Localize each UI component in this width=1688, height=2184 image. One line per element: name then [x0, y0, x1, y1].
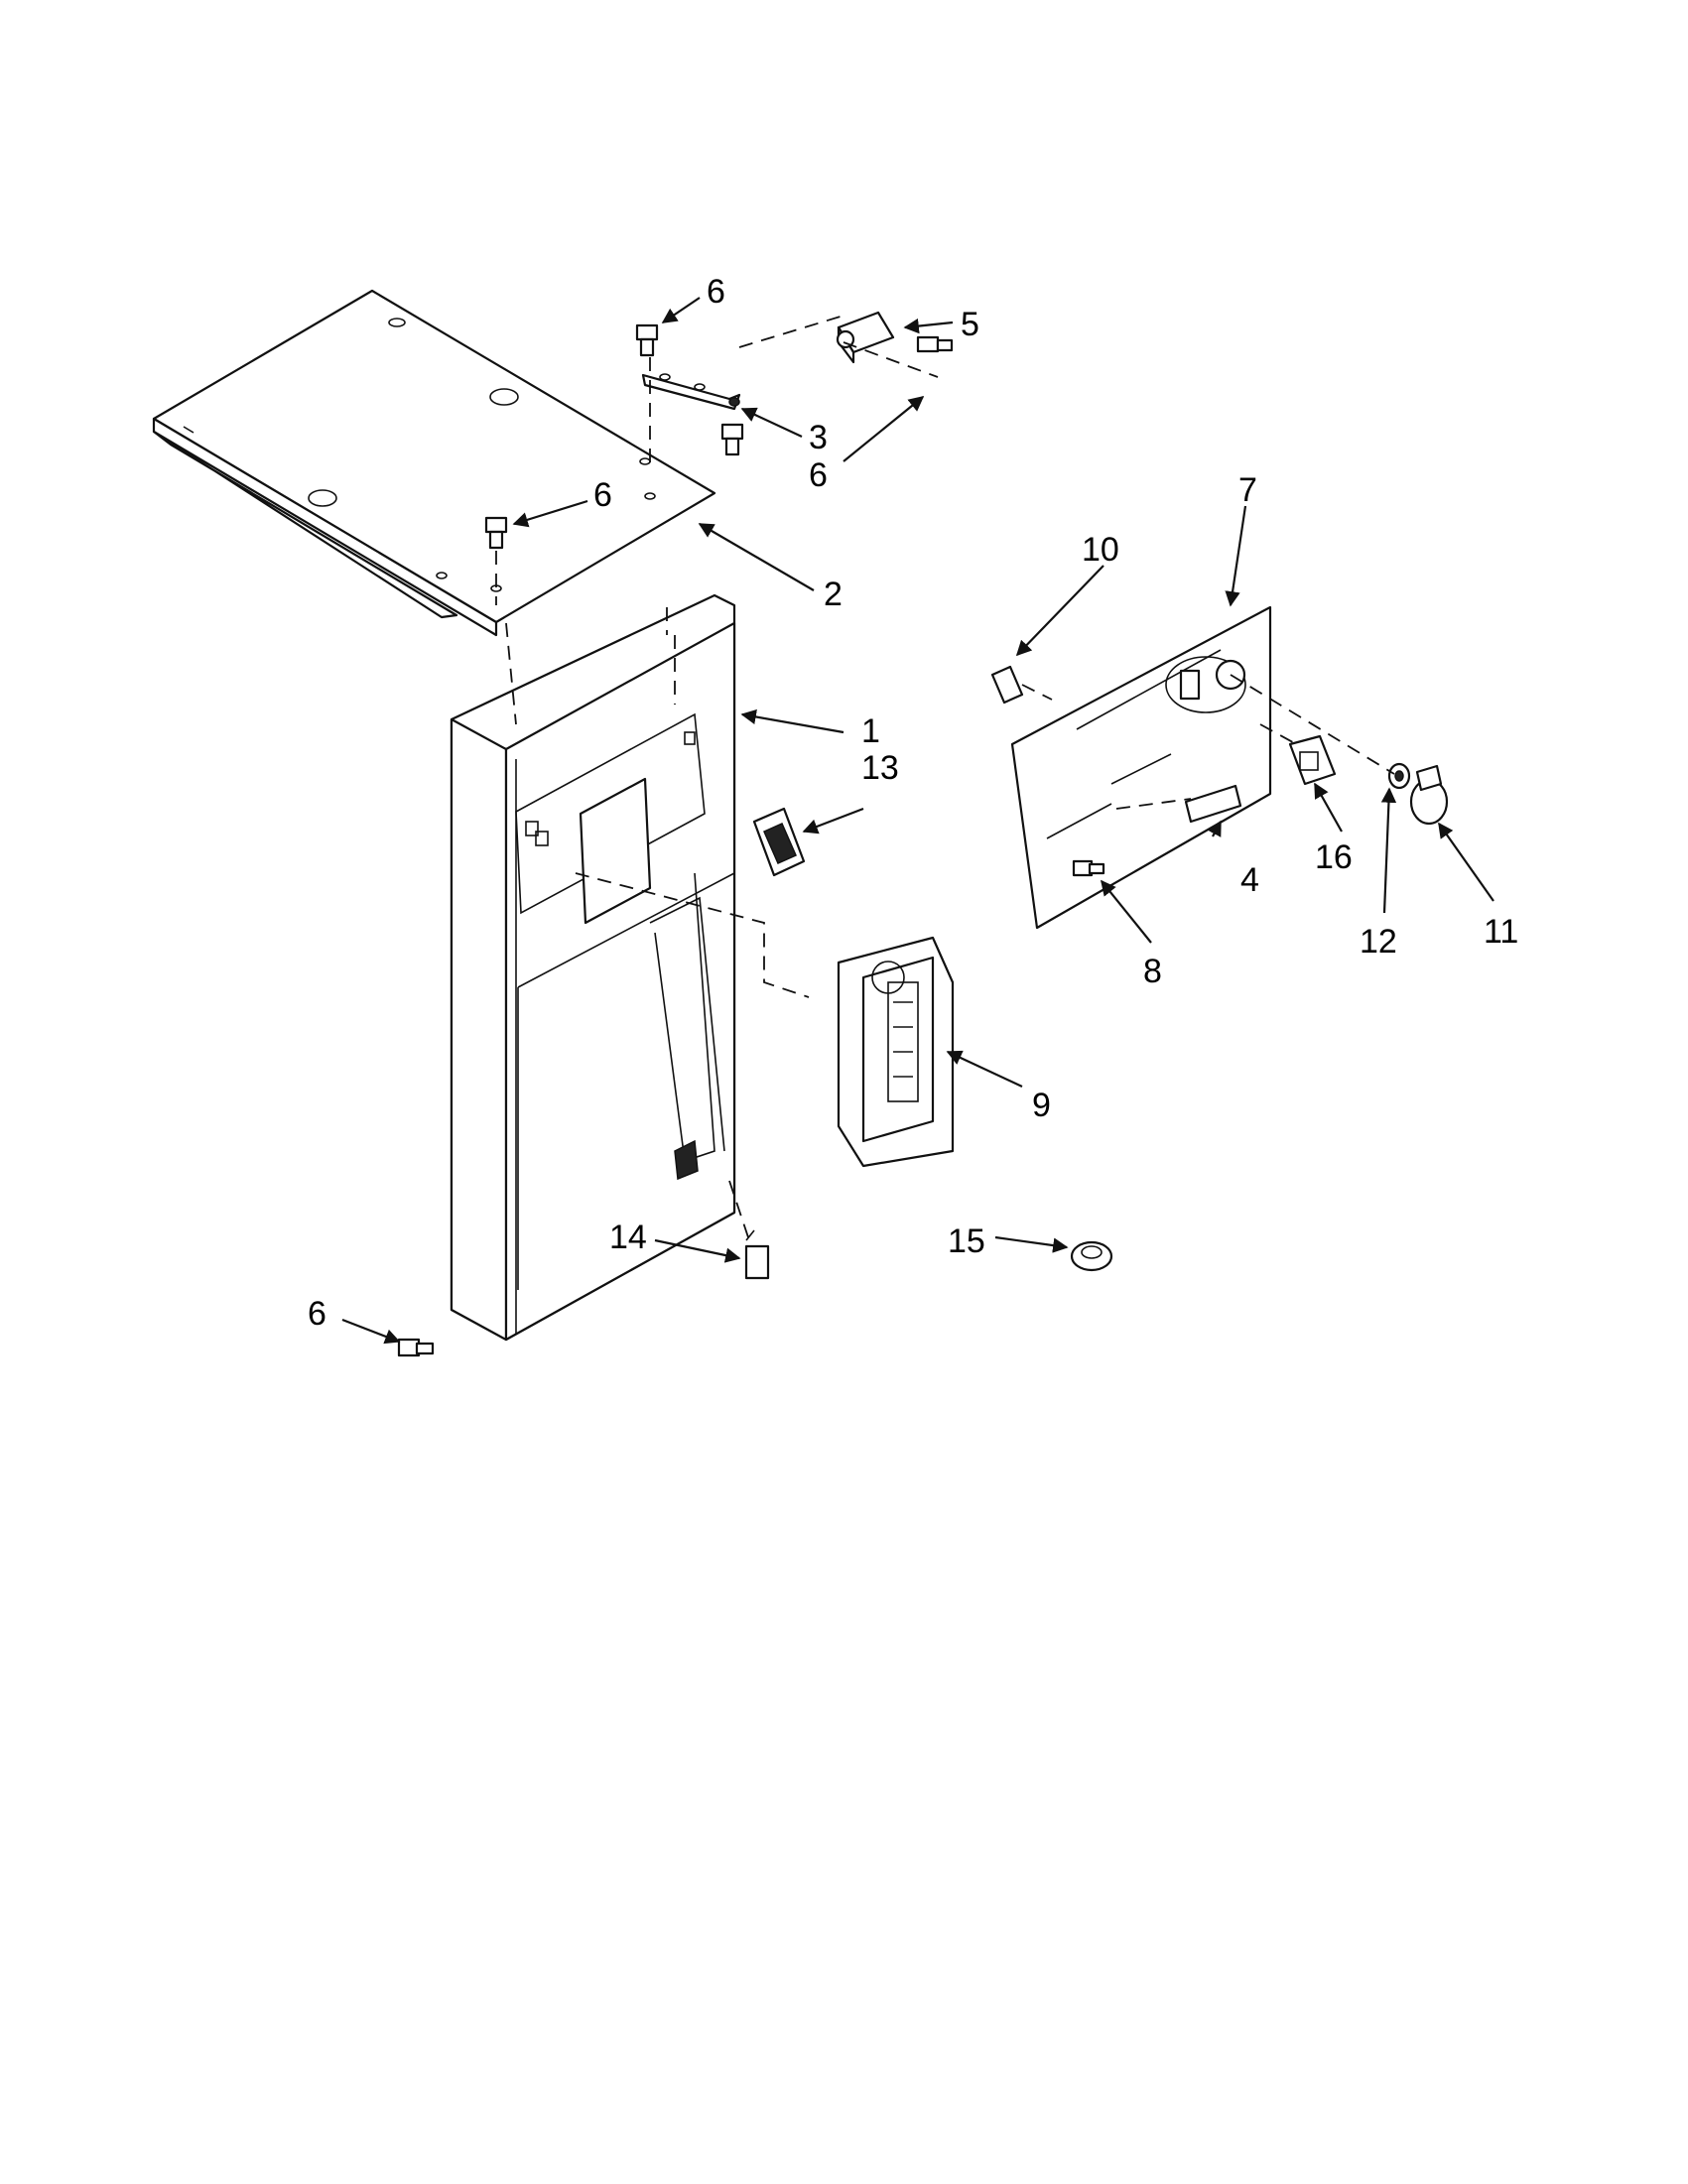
top-plate-part-2 [152, 289, 716, 637]
label-part-4 [1184, 784, 1242, 824]
callout-3: 3 [809, 419, 828, 456]
switch-part-14 [744, 1229, 770, 1280]
callout-6-bottom: 6 [308, 1295, 326, 1333]
callout-5: 5 [961, 306, 979, 343]
callout-9: 9 [1032, 1087, 1051, 1124]
callout-labels: 1 2 3 4 5 6 6 6 6 7 8 9 10 11 12 13 14 1… [308, 273, 1518, 1333]
callout-2: 2 [824, 576, 843, 613]
callout-10: 10 [1082, 531, 1119, 569]
callout-16: 16 [1315, 838, 1353, 876]
frame-part-1 [450, 593, 736, 1342]
switch-part-16 [1288, 734, 1337, 786]
bracket-part-3 [641, 373, 741, 411]
dispenser-housing-part-9 [837, 936, 955, 1168]
screw-part-8 [1072, 859, 1105, 877]
callout-6-side: 6 [809, 456, 828, 494]
callout-11: 11 [1484, 913, 1518, 951]
screw-part-6-top [635, 323, 659, 357]
control-panel-part-7 [1010, 605, 1272, 930]
switch-part-10 [990, 665, 1024, 705]
callout-6-top: 6 [707, 273, 725, 311]
leader-lines [341, 297, 1494, 1345]
callout-8: 8 [1143, 953, 1162, 990]
clip-part-5 [836, 311, 895, 364]
callout-7: 7 [1238, 471, 1257, 509]
callout-12: 12 [1360, 923, 1397, 961]
ring-part-15 [1070, 1240, 1113, 1272]
callout-15: 15 [948, 1222, 985, 1260]
callout-14: 14 [609, 1219, 647, 1256]
screw-part-6-side [916, 335, 954, 353]
screw-part-6-mid [720, 423, 744, 456]
callout-13: 13 [861, 749, 899, 787]
callout-1: 1 [861, 712, 880, 750]
rocker-switch-part-13 [752, 807, 806, 877]
assembly-lines [495, 315, 1395, 1241]
screw-part-6-bottom [397, 1338, 435, 1357]
knob-part-11 [1409, 764, 1449, 826]
screw-part-6-plate [484, 516, 508, 550]
callout-6-plate: 6 [593, 476, 612, 514]
callout-4: 4 [1240, 861, 1259, 899]
washer-part-12 [1387, 762, 1411, 790]
